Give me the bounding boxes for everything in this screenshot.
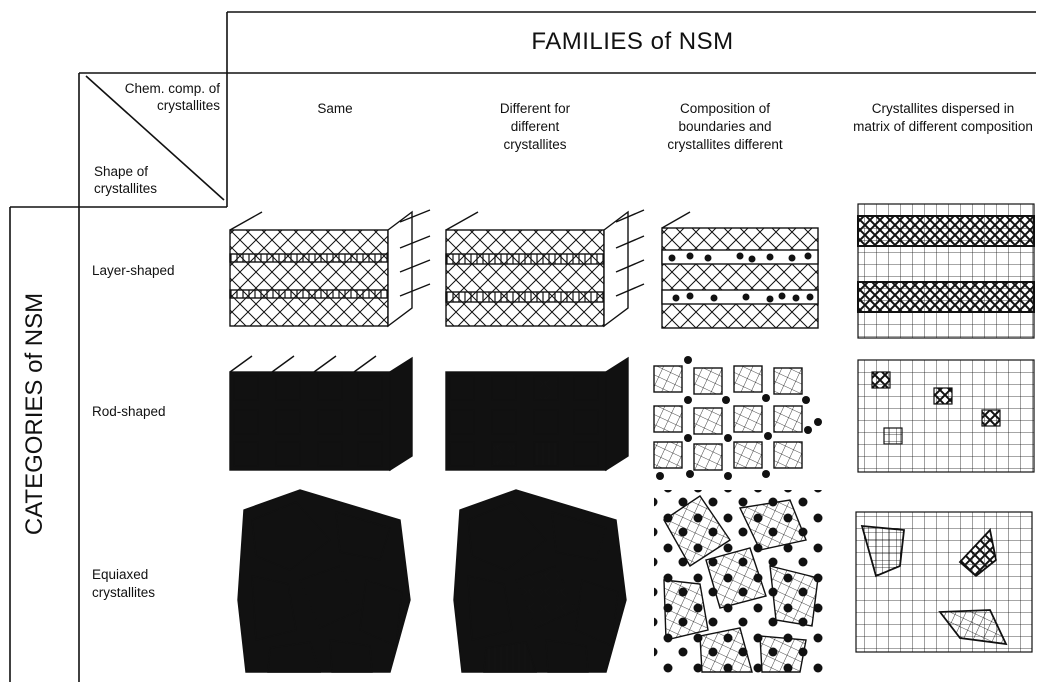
layer-boundaries-figure [661, 211, 819, 329]
rod-same-figure [229, 355, 413, 472]
column-header-same: Same [317, 101, 353, 116]
corner-chem-comp-label: Chem. comp. of crystallites [124, 81, 220, 113]
column-header-boundaries: Composition of boundaries and crystallit… [667, 101, 783, 152]
row-label-equiaxed: Equiaxed crystallites [92, 567, 156, 600]
equiaxed-different-figure [453, 489, 627, 673]
corner-diagonal [85, 75, 225, 201]
corner-shape-label: Shape of crystallites [94, 164, 158, 196]
rod-different-figure [445, 356, 629, 472]
column-header-dispersed: Crystallites dispersed in matrix of diff… [853, 101, 1033, 134]
rod-dispersed-figure [857, 359, 1035, 473]
column-header-different: Different for different crystallites [499, 101, 571, 152]
row-label-layer: Layer-shaped [92, 263, 175, 278]
row-label-rod: Rod-shaped [92, 404, 166, 419]
layer-same-figure [229, 209, 431, 328]
equiaxed-boundaries-figure [654, 490, 826, 674]
layer-different-figure [445, 209, 645, 328]
rod-boundaries-figure [653, 356, 822, 480]
families-title: FAMILIES of NSM [531, 28, 734, 55]
layer-dispersed-figure [857, 203, 1035, 339]
equiaxed-dispersed-figure [855, 511, 1033, 653]
equiaxed-same-figure [237, 489, 411, 673]
